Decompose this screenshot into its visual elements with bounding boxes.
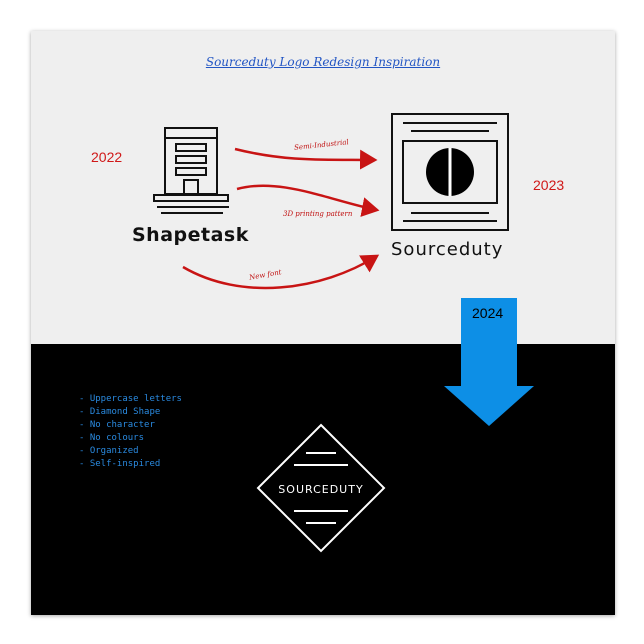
sourceduty-diamond-text: SOURCEDUTY (278, 483, 364, 496)
curved-arrows (182, 147, 380, 290)
sourceduty-logo-text: Sourceduty (391, 239, 504, 260)
shapetask-logo-text: Shapetask (132, 224, 249, 246)
year-2022-label: 2022 (91, 149, 123, 165)
feature-item: - No character (79, 420, 155, 430)
feature-item: - Self-inspired (79, 459, 161, 469)
curved-arrow-icon (182, 254, 380, 290)
year-2023-label: 2023 (533, 177, 565, 193)
feature-item: - Uppercase letters (79, 394, 182, 404)
feature-list: - Uppercase letters - Diamond Shape - No… (79, 393, 182, 471)
down-arrow-icon (444, 298, 534, 426)
feature-item: - Organized (79, 446, 139, 456)
curved-arrow-icon (234, 147, 378, 170)
curved-arrow-icon (236, 184, 380, 217)
poster-title: Sourceduty Logo Redesign Inspiration (205, 55, 441, 69)
feature-item: - Diamond Shape (79, 407, 161, 417)
diamond-logo-icon (256, 423, 386, 553)
circle-split-icon (426, 148, 474, 196)
sourceduty-box-logo (391, 113, 509, 231)
poster: Sourceduty Logo Redesign Inspiration 202… (31, 31, 615, 615)
building-icon (153, 127, 229, 214)
feature-item: - No colours (79, 433, 145, 443)
arrow-label-3d-printing: 3D printing pattern (283, 210, 353, 218)
year-2024-label: 2024 (472, 305, 504, 321)
